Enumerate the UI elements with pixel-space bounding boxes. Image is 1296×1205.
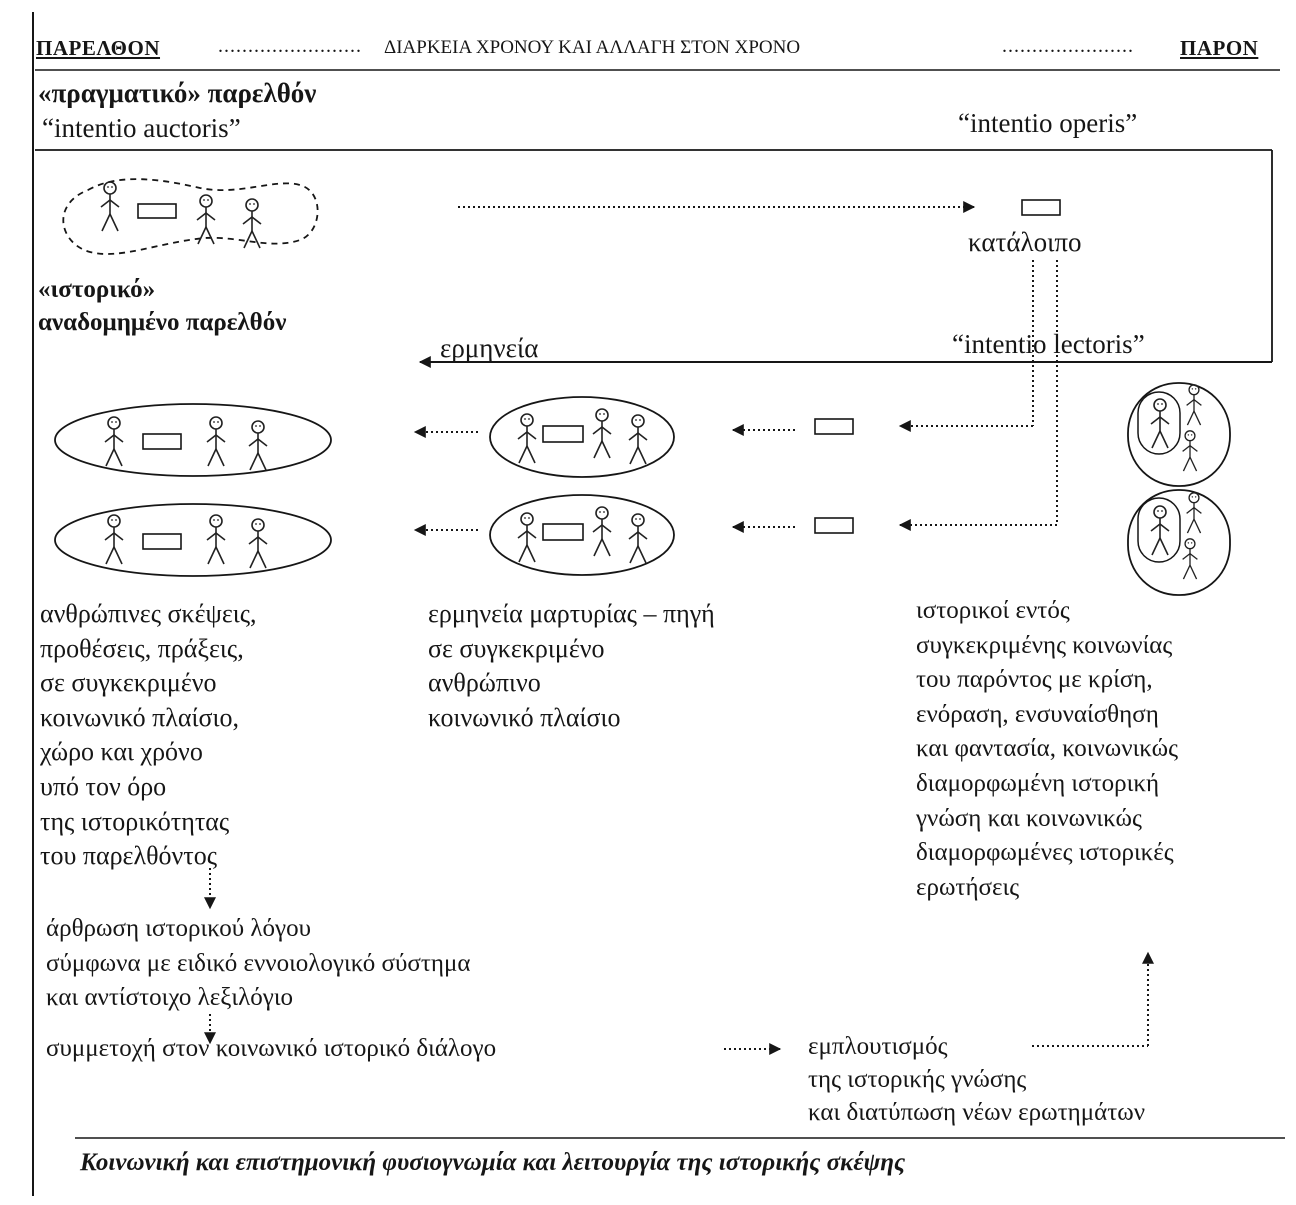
footer-caption: Κοινωνική και επιστημονική φυσιογνωμία κ… — [80, 1149, 906, 1176]
person-figure — [628, 414, 648, 465]
header-middle-title: ΔΙΑΡΚΕΙΑ ΧΡΟΝΟΥ ΚΑΙ ΑΛΛΑΓΗ ΣΤΟΝ ΧΡΟΝΟ — [384, 37, 801, 58]
historian-capsule — [1127, 489, 1231, 596]
text-line: του παρελθόντος — [40, 841, 218, 871]
text-line: ιστορικοί εντός — [916, 597, 1070, 624]
person-figure — [592, 408, 612, 459]
source-rectangle — [542, 523, 584, 541]
person-figure — [592, 506, 612, 557]
historian-figure — [1150, 398, 1170, 449]
source-rectangle — [542, 425, 584, 443]
source-interpretation-ellipse — [489, 494, 675, 576]
participation-text: συμμετοχή στον κοινωνικό ιστορικό διάλογ… — [46, 1035, 497, 1062]
historian-figure — [1185, 492, 1203, 534]
text-line: ανθρώπινο — [428, 668, 541, 698]
historical-past-label-2: αναδομημένο παρελθόν — [38, 309, 287, 336]
person-figure — [242, 198, 262, 249]
person-figure — [248, 420, 268, 471]
source-rectangle — [142, 533, 182, 550]
header-present: ΠΑΡΟΝ — [1180, 36, 1259, 60]
person-figure — [248, 518, 268, 569]
historian-inner-capsule — [1137, 497, 1181, 563]
remnant-label: κατάλοιπο — [968, 227, 1082, 257]
articulation-text: άρθρωση ιστορικού λόγου σύμφωνα με ειδικ… — [46, 912, 470, 1016]
text-line: ενόραση, ενσυναίσθηση — [916, 700, 1159, 728]
text-line: ερωτήσεις — [916, 873, 1020, 901]
person-figure — [517, 413, 537, 464]
real-past-label: «πραγματικό» παρελθόν — [38, 78, 317, 108]
intentio-operis-label: “intentio operis” — [958, 108, 1138, 138]
text-line: κοινωνικό πλαίσιο — [428, 702, 621, 732]
person-figure — [104, 416, 124, 467]
remnant-rectangle — [1021, 199, 1061, 216]
historical-past-label-1: «ιστορικό» — [38, 276, 156, 303]
text-line: της ιστορικότητας — [40, 806, 230, 836]
source-interpretation-ellipse — [489, 396, 675, 478]
left-column-text: ανθρώπινες σκέψεις, προθέσεις, πράξεις, … — [40, 597, 257, 874]
historical-context-ellipse — [54, 503, 332, 577]
text-line: κοινωνικό πλαίσιο, — [40, 702, 240, 732]
person-figure — [100, 181, 120, 232]
person-figure — [104, 514, 124, 565]
text-line: σε συγκεκριμένο — [40, 668, 217, 698]
text-line: και αντίστοιχο λεξιλόγιο — [46, 984, 294, 1012]
text-line: γνώση και κοινωνικώς — [916, 804, 1142, 832]
historian-figure — [1150, 505, 1170, 556]
text-line: ερμηνεία μαρτυρίας – πηγή — [428, 599, 715, 628]
person-figure — [517, 512, 537, 563]
header-dots-left: ........................ — [218, 35, 362, 57]
person-figure — [206, 514, 226, 565]
text-line: διαμορφωμένη ιστορική — [916, 769, 1160, 797]
source-rectangle — [814, 517, 854, 534]
text-line: σε συγκεκριμένο — [428, 633, 605, 663]
person-figure — [206, 416, 226, 467]
source-rectangle — [137, 203, 177, 219]
header-dots-right: ...................... — [1002, 35, 1134, 57]
source-rectangle — [142, 433, 182, 450]
text-line: υπό τον όρο — [40, 771, 167, 801]
intentio-lectoris-label: “intentio lectoris” — [952, 329, 1145, 359]
right-column-text: ιστορικοί εντός συγκεκριμένης κοινωνίας … — [916, 594, 1178, 905]
text-line: συγκεκριμένης κοινωνίας — [916, 631, 1173, 659]
text-line: άρθρωση ιστορικού λόγου — [46, 915, 311, 942]
text-line: εμπλουτισμός — [808, 1033, 948, 1060]
text-line: και διατύπωση νέων ερωτημάτων — [808, 1099, 1146, 1126]
interpretation-label: ερμηνεία — [440, 333, 539, 363]
historical-context-ellipse — [54, 403, 332, 477]
enrichment-text: εμπλουτισμός της ιστορικής γνώσης και δι… — [808, 1030, 1145, 1129]
text-line: σύμφωνα με ειδικό εννοιολογικό σύστημα — [46, 949, 471, 977]
historian-figure — [1181, 430, 1199, 472]
historian-capsule — [1127, 382, 1231, 487]
text-line: του παρόντος με κρίση, — [916, 666, 1153, 694]
historian-inner-capsule — [1137, 391, 1181, 455]
source-rectangle — [814, 418, 854, 435]
text-line: ανθρώπινες σκέψεις, — [40, 599, 257, 628]
middle-column-text: ερμηνεία μαρτυρίας – πηγή σε συγκεκριμέν… — [428, 597, 715, 735]
text-line: προθέσεις, πράξεις, — [40, 633, 244, 663]
text-line: και φαντασία, κοινωνικώς — [916, 735, 1179, 763]
person-figure — [196, 194, 216, 245]
text-line: διαμορφωμένες ιστορικές — [916, 839, 1174, 867]
historian-figure — [1185, 384, 1203, 426]
text-line: της ιστορικής γνώσης — [808, 1066, 1027, 1093]
intentio-auctoris-label: “intentio auctoris” — [42, 113, 241, 143]
header-past: ΠΑΡΕΛΘΟΝ — [36, 36, 161, 60]
text-line: χώρο και χρόνο — [40, 737, 203, 767]
person-figure — [628, 513, 648, 564]
historian-figure — [1181, 538, 1199, 580]
real-past-blob — [62, 178, 319, 255]
